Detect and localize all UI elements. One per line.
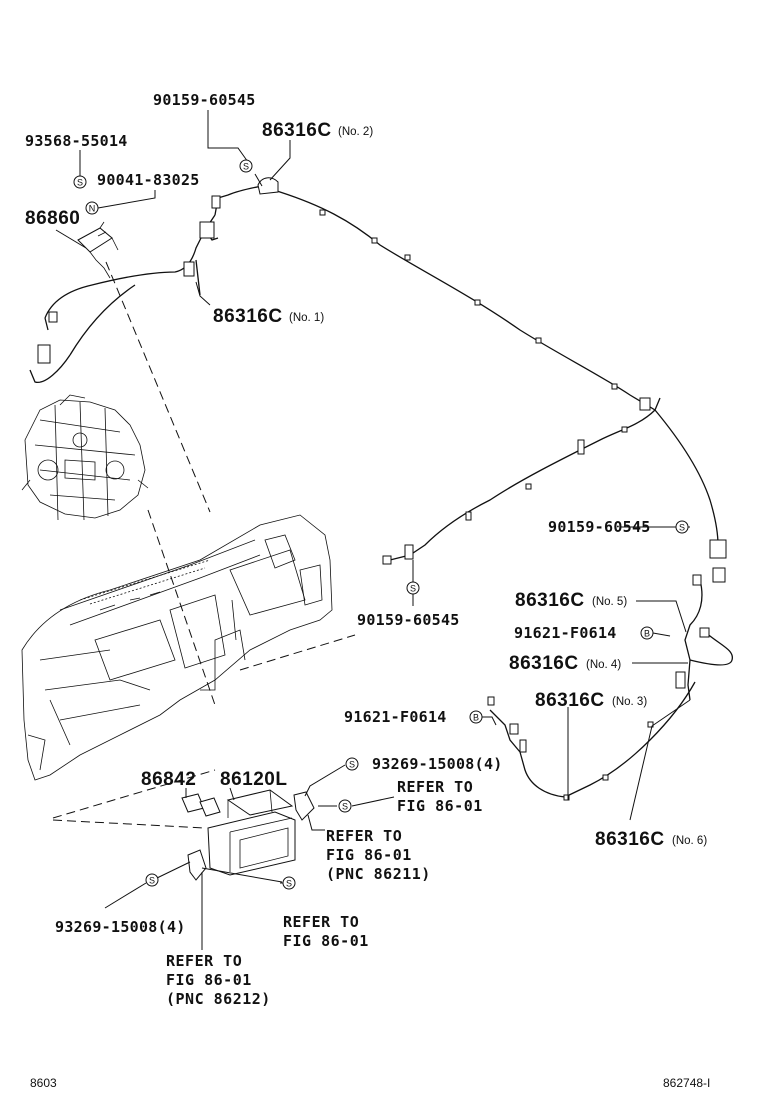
reference-note: REFER TO (397, 778, 473, 796)
svg-text:S: S (77, 178, 83, 188)
part-label-86316c: 86316C (509, 653, 579, 674)
part-label-86120l: 86120L (220, 769, 287, 790)
reference-note: FIG 86-01 (166, 971, 252, 989)
reference-note: FIG 86-01 (283, 932, 369, 950)
screw-icon: S (73, 175, 87, 189)
projection-lines (52, 261, 356, 829)
screw-icon: S (239, 159, 253, 173)
part-label-86316c: 86316C (535, 690, 605, 711)
harness-connectors (37, 195, 727, 801)
engine-illustration (21, 394, 149, 521)
part-suffix-no4: (No. 4) (586, 659, 621, 671)
reference-note: REFER TO (166, 952, 242, 970)
screw-icon: S (345, 757, 359, 771)
svg-text:S: S (679, 523, 685, 533)
screw-icon: S (338, 799, 352, 813)
part-label-91621-f0614: 91621-F0614 (514, 624, 617, 642)
nut-icon: N (85, 201, 99, 215)
part-label-90041-83025: 90041-83025 (97, 171, 200, 189)
svg-text:S: S (342, 802, 348, 812)
part-label-93568-55014: 93568-55014 (25, 132, 128, 150)
illustration-id: 862748-I (663, 1076, 710, 1090)
svg-text:S: S (349, 760, 355, 770)
reference-note: (PNC 86212) (166, 990, 271, 1008)
screw-icon: S (145, 873, 159, 887)
part-label-86316c: 86316C (213, 306, 283, 327)
part-suffix-no1: (No. 1) (289, 312, 324, 324)
part-label-86316c: 86316C (515, 590, 585, 611)
part-label-86316c: 86316C (262, 120, 332, 141)
screw-icon: S (282, 876, 296, 890)
bracket-illustration (181, 791, 315, 881)
part-suffix-no6: (No. 6) (672, 835, 707, 847)
svg-text:B: B (473, 713, 479, 723)
harness-junction (257, 177, 279, 195)
part-label-93269-15008: 93269-15008(4) (372, 755, 503, 773)
instrument-panel-illustration (21, 514, 333, 781)
part-label-90159-60545: 90159-60545 (548, 518, 651, 536)
part-suffix-no2: (No. 2) (338, 126, 373, 138)
screw-icon: S (406, 581, 420, 595)
part-label-90159-60545: 90159-60545 (153, 91, 256, 109)
svg-text:S: S (410, 584, 416, 594)
part-label-86316c: 86316C (595, 829, 665, 850)
part-label-86842: 86842 (141, 769, 196, 790)
svg-text:N: N (89, 204, 96, 214)
part-label-93269-15008: 93269-15008(4) (55, 918, 186, 936)
part-suffix-no5: (No. 5) (592, 596, 627, 608)
leader-lines (55, 110, 691, 950)
part-label-86860: 86860 (25, 208, 80, 229)
reference-note: FIG 86-01 (326, 846, 412, 864)
svg-text:S: S (243, 162, 249, 172)
navigation-unit-illustration (207, 789, 296, 876)
bolt-icon: B (640, 626, 654, 640)
svg-text:S: S (286, 879, 292, 889)
reference-note: REFER TO (326, 827, 402, 845)
svg-text:B: B (644, 629, 650, 639)
reference-note: REFER TO (283, 913, 359, 931)
bolt-icon: B (469, 710, 483, 724)
part-label-91621-f0614: 91621-F0614 (344, 708, 447, 726)
part-suffix-no3: (No. 3) (612, 696, 647, 708)
reference-note: (PNC 86211) (326, 865, 431, 883)
figure-number: 8603 (30, 1076, 57, 1090)
part-label-90159-60545: 90159-60545 (357, 611, 460, 629)
screw-icon: S (675, 520, 689, 534)
antenna-amplifier-illustration (77, 221, 119, 279)
svg-text:S: S (149, 876, 155, 886)
reference-note: FIG 86-01 (397, 797, 483, 815)
